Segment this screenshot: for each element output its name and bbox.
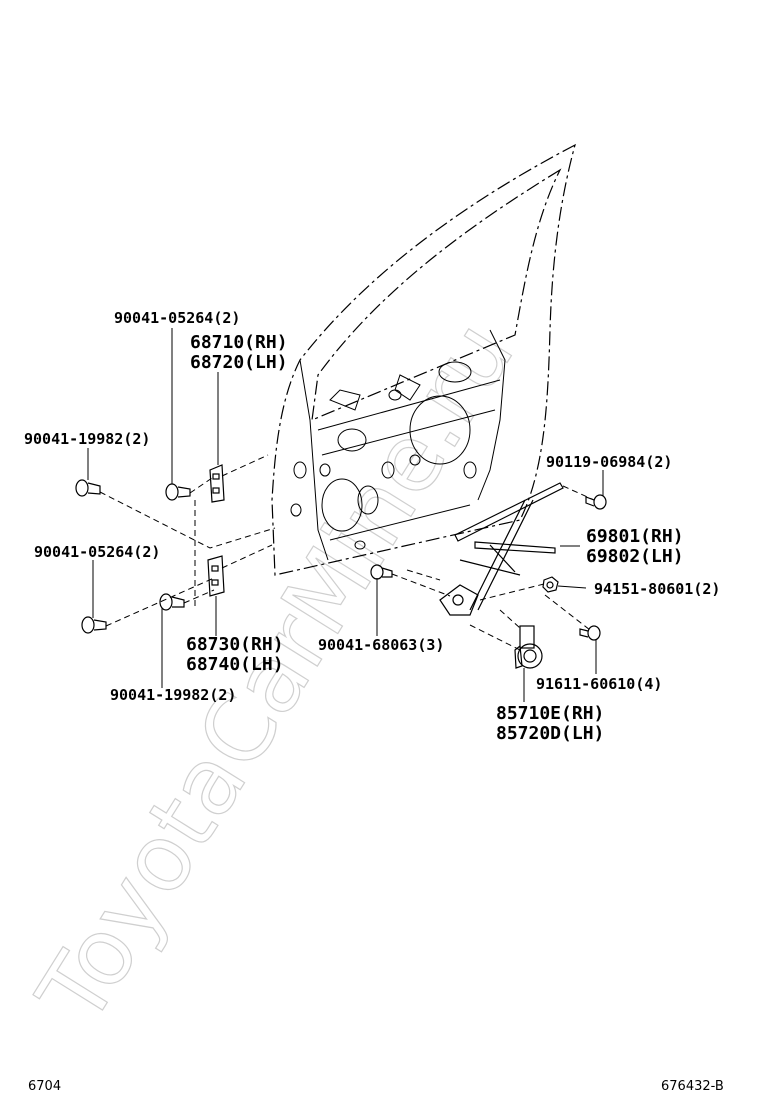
figure-id: 676432-B (661, 1079, 724, 1094)
leader-lines (87, 328, 604, 702)
label-90041-05264-upper: 90041-05264(2) (114, 309, 240, 327)
label-68710-rh: 68710(RH) (190, 332, 288, 353)
regulator-motor (514, 625, 543, 669)
motor-screw-icon (579, 625, 601, 641)
label-68740-lh: 68740(LH) (186, 654, 284, 675)
label-90041-68063: 90041-68063(3) (318, 636, 444, 654)
label-91611-60610: 91611-60610(4) (536, 675, 662, 693)
window-regulator (439, 482, 564, 616)
regulator-bolt-icon (585, 494, 607, 510)
bolt-hinge-upper-icon (165, 483, 191, 501)
upper-hinge (209, 464, 225, 503)
label-90119-06984: 90119-06984(2) (546, 453, 672, 471)
label-90041-19982-lower: 90041-19982(2) (110, 686, 236, 704)
label-94151-80601: 94151-80601(2) (594, 580, 720, 598)
bolt-body-lower-icon (81, 616, 107, 634)
bolt-body-upper-icon (75, 479, 101, 497)
label-90041-05264-lower: 90041-05264(2) (34, 543, 160, 561)
door-shell (271, 143, 576, 576)
label-68730-rh: 68730(RH) (186, 634, 284, 655)
assembly-lines (99, 454, 595, 651)
label-85710e-rh: 85710E(RH) (496, 703, 604, 724)
label-69802-lh: 69802(LH) (586, 546, 684, 567)
lower-hinge (207, 555, 225, 597)
label-85720d-lh: 85720D(LH) (496, 723, 604, 744)
label-90041-19982-upper: 90041-19982(2) (24, 430, 150, 448)
page-number: 6704 (28, 1079, 61, 1094)
bolt-door-lower-icon (159, 593, 185, 611)
label-69801-rh: 69801(RH) (586, 526, 684, 547)
label-68720-lh: 68720(LH) (190, 352, 288, 373)
nut-icon (542, 576, 559, 593)
